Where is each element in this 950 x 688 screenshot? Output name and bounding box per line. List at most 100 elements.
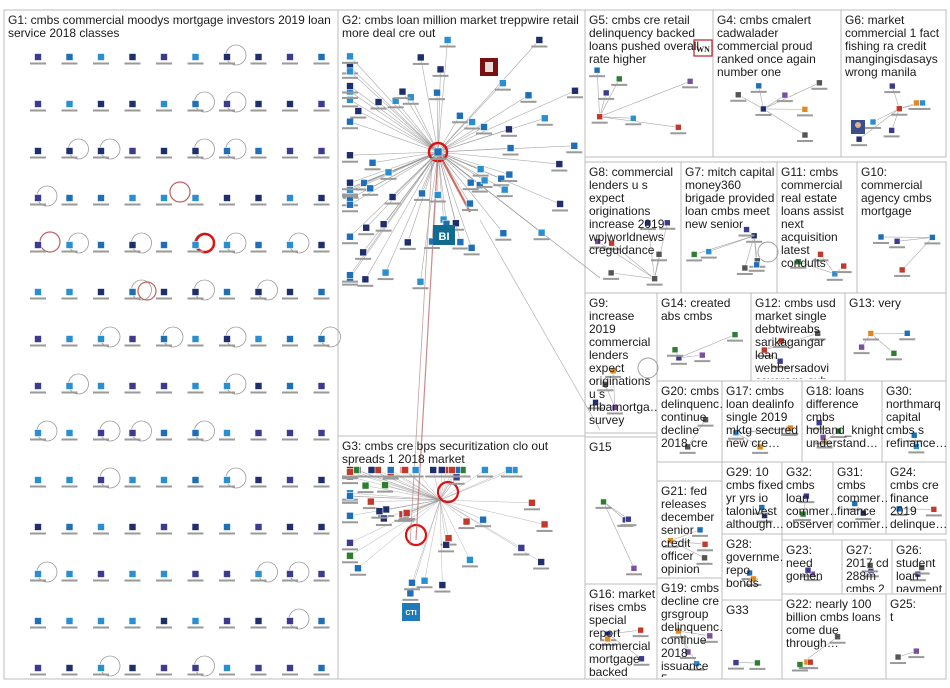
network-edge: [439, 499, 545, 525]
network-node: [858, 343, 865, 351]
isolated-node: [160, 288, 168, 296]
node-label-stub: [701, 640, 718, 643]
isolated-node: [34, 476, 42, 484]
network-node: [601, 380, 609, 388]
wn-badge-text: WN: [696, 45, 710, 54]
network-node: [755, 82, 763, 90]
network-edge: [891, 108, 900, 131]
network-node: [840, 262, 848, 270]
node-label-stub: [156, 579, 172, 582]
node-label-stub: [646, 283, 663, 286]
network-node: [346, 96, 354, 104]
isolated-node: [128, 523, 137, 531]
isolated-node: [191, 617, 200, 625]
network-node: [702, 416, 709, 423]
network-edge: [437, 151, 471, 183]
group-title-g3: G3: cmbs cre bps securitization clo out …: [342, 440, 549, 466]
node-label-stub: [434, 590, 451, 593]
isolated-node: [65, 664, 74, 672]
network-node: [609, 367, 617, 375]
network-node: [806, 658, 814, 666]
network-edge: [437, 151, 457, 224]
network-edge: [763, 82, 820, 110]
group-box-g6: [840, 9, 947, 158]
network-edge: [892, 85, 900, 109]
network-node: [362, 223, 371, 232]
node-label-stub: [899, 338, 916, 341]
node-label-stub: [536, 529, 553, 532]
network-edge: [349, 151, 439, 156]
network-node: [898, 266, 906, 274]
node-label-stub: [156, 438, 172, 441]
network-edge: [385, 151, 439, 273]
isolated-node: [128, 241, 137, 249]
group-box-g33: [721, 599, 783, 680]
isolated-node: [191, 476, 200, 484]
node-label-stub: [873, 241, 890, 244]
isolated-node: [65, 429, 74, 437]
node-label-stub: [692, 534, 709, 537]
network-node: [456, 111, 464, 120]
isolated-node: [317, 147, 326, 155]
isolated-node: [191, 288, 200, 296]
network-node: [919, 99, 926, 107]
isolated-node: [286, 476, 294, 484]
node-label-stub: [523, 508, 540, 511]
node-label-stub: [501, 475, 518, 478]
group-title-g1: G1: cmbs commercial moodys mortgage inve…: [8, 14, 331, 40]
node-label-stub: [908, 656, 925, 659]
cluster-highlight-loop: [404, 523, 428, 547]
group-title-g23: G23: need gomen: [786, 544, 823, 583]
node-label-stub: [587, 407, 604, 410]
node-label-stub: [313, 62, 330, 65]
isolated-node: [223, 288, 231, 296]
node-label-stub: [476, 475, 493, 478]
node-label-stub: [30, 62, 46, 65]
isolated-node: [160, 335, 168, 343]
node-label-stub: [30, 109, 46, 112]
network-node: [442, 541, 450, 549]
node-label-stub: [531, 45, 548, 48]
node-label-stub: [282, 673, 298, 676]
node-label-stub: [156, 62, 172, 65]
isolated-node: [223, 194, 231, 202]
network-edge: [437, 69, 441, 153]
group-title-g2: G2: cmbs loan million market treppwire r…: [342, 14, 579, 40]
isolated-node: [65, 617, 74, 625]
network-node: [346, 67, 354, 76]
node-label-stub: [403, 588, 420, 591]
node-label-stub: [696, 562, 713, 565]
isolated-node: [97, 476, 105, 484]
node-label-stub: [156, 250, 172, 253]
network-edge: [439, 499, 532, 504]
node-label-stub: [476, 132, 493, 135]
node-label-stub: [501, 180, 518, 183]
node-label-stub: [364, 168, 381, 171]
group-title-g17: G17: cmbs loan dealinfo single 2019 mktg…: [726, 385, 799, 450]
network-node: [402, 509, 411, 517]
node-label-stub: [187, 156, 204, 159]
isolated-node: [286, 570, 294, 578]
cti-badge-text: CTI: [405, 610, 416, 617]
self-loop: [137, 281, 157, 301]
isolated-node: [317, 100, 326, 108]
isolated-node: [128, 476, 137, 484]
network-edge: [439, 469, 456, 501]
network-edge: [383, 151, 439, 225]
hub-node: [433, 147, 443, 157]
node-label-stub: [633, 663, 650, 666]
isolated-node: [65, 570, 74, 578]
isolated-node: [128, 147, 137, 155]
isolated-node: [254, 429, 263, 437]
group-title-g26: G26: student loan payment late: [896, 544, 943, 592]
node-label-stub: [700, 256, 717, 259]
node-label-stub: [342, 193, 358, 196]
network-node: [382, 505, 390, 514]
network-edge: [349, 71, 439, 153]
node-label-stub: [913, 572, 930, 575]
network-edge: [437, 151, 447, 224]
network-node: [540, 520, 549, 529]
node-label-stub: [862, 570, 879, 573]
node-label-stub: [894, 274, 911, 277]
